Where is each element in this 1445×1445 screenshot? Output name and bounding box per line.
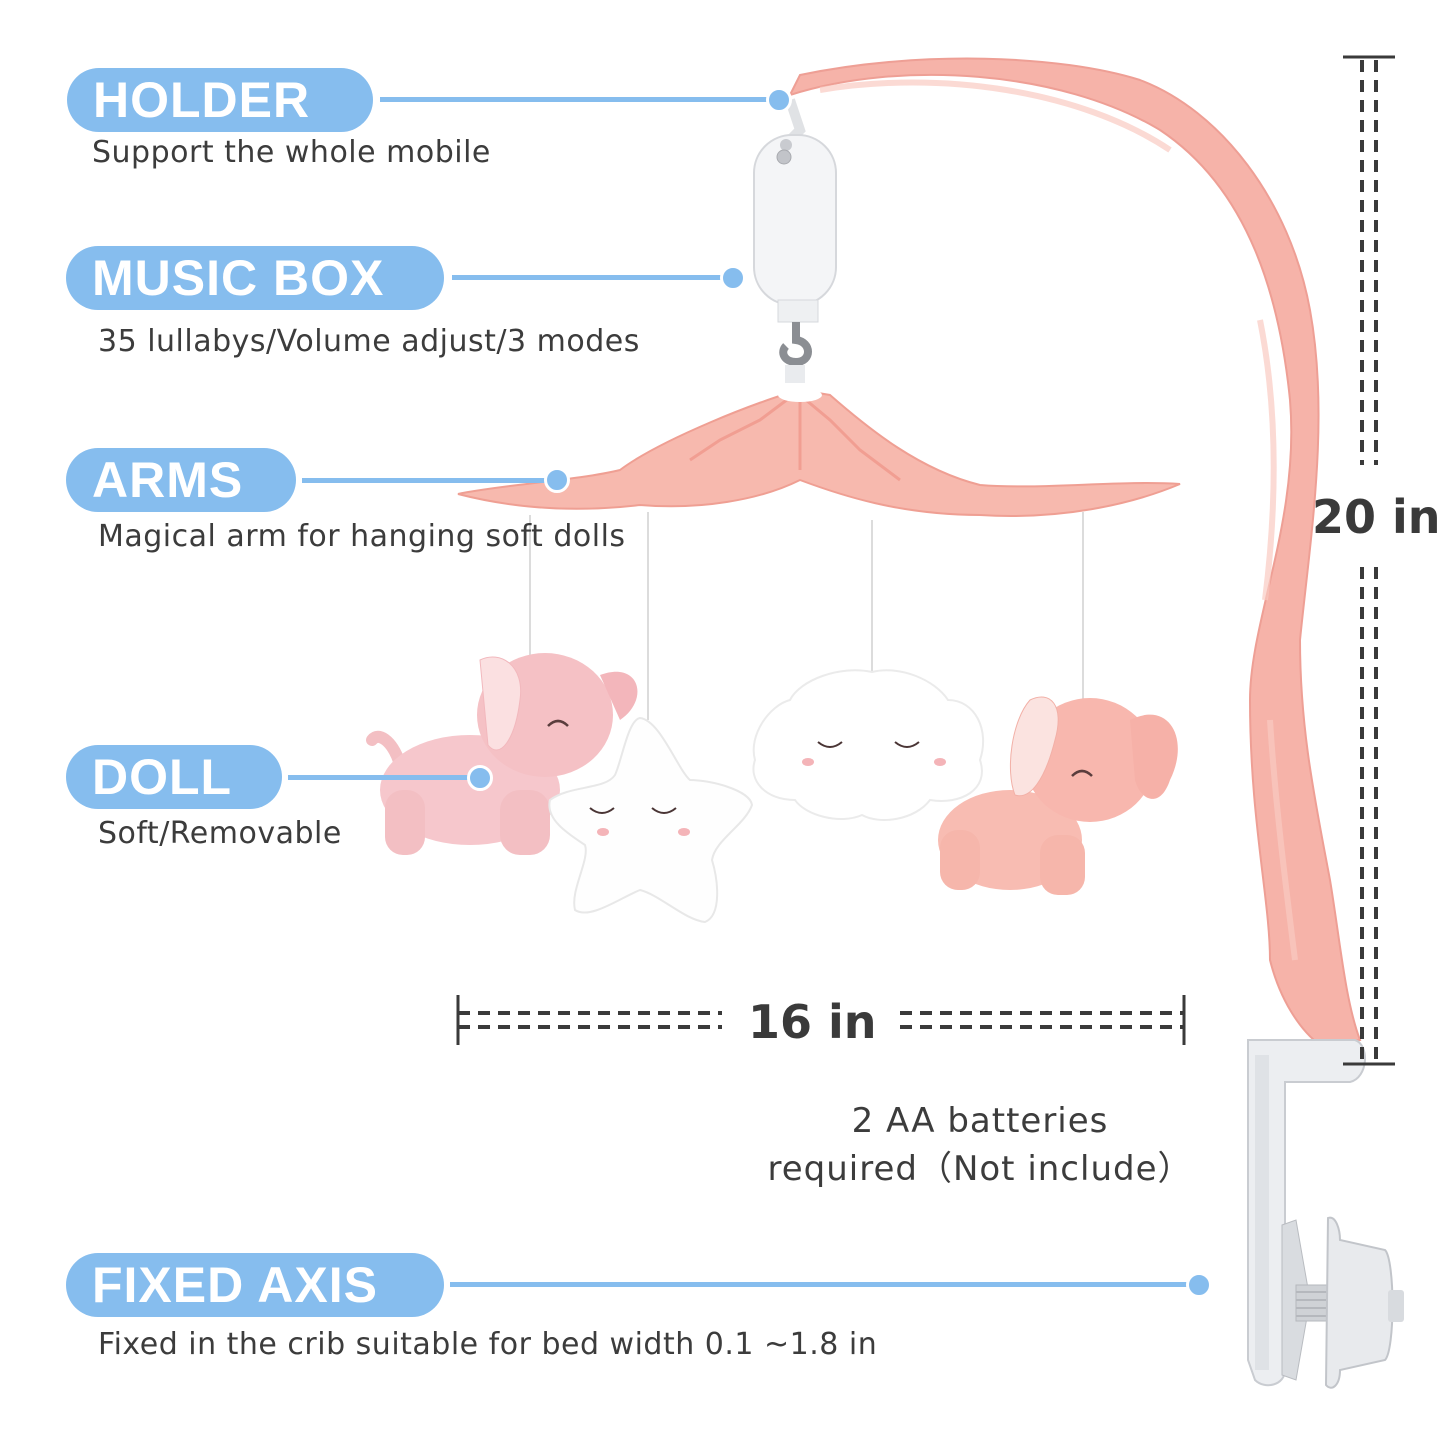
width-dimension-line xyxy=(456,995,1186,1045)
arms-connector xyxy=(302,478,548,483)
fixed-axis-pointer-dot xyxy=(1186,1272,1212,1298)
battery-note-line1: 2 AA batteries xyxy=(851,1101,1109,1141)
holder-label: HOLDER xyxy=(67,68,373,132)
holder-description: Support the whole mobile xyxy=(92,135,491,170)
doll-connector xyxy=(288,775,470,780)
string-lines xyxy=(529,512,1084,720)
holder-pointer-dot xyxy=(766,87,792,113)
doll-pointer-dot xyxy=(467,765,493,791)
doll-label: DOLL xyxy=(66,745,282,809)
elephant-plush-icon xyxy=(938,696,1178,895)
music-box-pointer-dot xyxy=(720,265,746,291)
music-box-label: MUSIC BOX xyxy=(66,246,444,310)
fixed-axis-label: FIXED AXIS xyxy=(66,1253,444,1317)
holder-connector xyxy=(380,97,772,102)
elephant-plush-icon xyxy=(366,653,638,855)
music-box-icon xyxy=(753,98,837,383)
doll-description: Soft/Removable xyxy=(98,816,342,851)
fixed-axis-description: Fixed in the crib suitable for bed width… xyxy=(98,1327,878,1362)
clamp-icon xyxy=(1247,1039,1404,1389)
cloud-plush-icon xyxy=(752,669,985,821)
battery-note: 2 AA batteries required（Not include） xyxy=(740,1097,1220,1193)
fixed-axis-connector xyxy=(450,1282,1190,1287)
width-dimension-label: 16 in xyxy=(748,995,877,1049)
canopy-icon xyxy=(457,388,1181,517)
arms-label: ARMS xyxy=(66,448,296,512)
height-dimension-label: 20 in xyxy=(1312,490,1441,544)
height-dimension-line xyxy=(1343,55,1395,1066)
arm-icon xyxy=(788,57,1362,1047)
arms-pointer-dot xyxy=(544,467,570,493)
star-plush-icon xyxy=(548,716,754,924)
battery-note-line2: required（Not include） xyxy=(767,1149,1193,1189)
arms-description: Magical arm for hanging soft dolls xyxy=(98,519,626,554)
music-box-connector xyxy=(452,275,724,280)
music-box-description: 35 lullabys/Volume adjust/3 modes xyxy=(98,324,640,359)
